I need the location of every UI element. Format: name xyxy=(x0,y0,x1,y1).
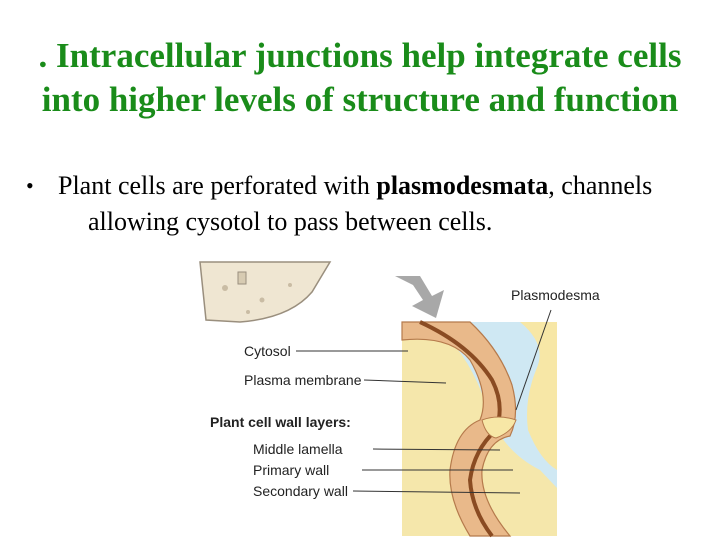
zoom-arrow-icon xyxy=(395,276,444,318)
plasmodesma-channel xyxy=(481,416,517,439)
leader-lines xyxy=(296,309,552,494)
plasma-membrane-label: Plasma membrane xyxy=(244,372,362,388)
bullet-symbol: • xyxy=(26,173,34,198)
slide-title: . Intracellular junctions help integrate… xyxy=(38,36,682,119)
middle-lamella-label: Middle lamella xyxy=(253,441,343,457)
cytosol-label: Cytosol xyxy=(244,343,291,359)
secondary-wall-label: Secondary wall xyxy=(253,483,348,499)
upper-cell-fragment xyxy=(199,261,332,323)
bullet-bold-term: plasmodesmata xyxy=(376,171,549,200)
bullet-text-after: , channels allowing cysotol to pass betw… xyxy=(88,171,653,236)
plasmodesma-label: Plasmodesma xyxy=(511,287,600,303)
bullet-text: Plant cells are perforated with plasmode… xyxy=(58,168,678,240)
bullet-text-before: Plant cells are perforated with xyxy=(58,171,377,200)
bullet-point: • Plant cells are perforated with plasmo… xyxy=(26,168,678,240)
primary-wall-label: Primary wall xyxy=(253,462,329,478)
wall-layers-heading: Plant cell wall layers: xyxy=(210,414,351,430)
